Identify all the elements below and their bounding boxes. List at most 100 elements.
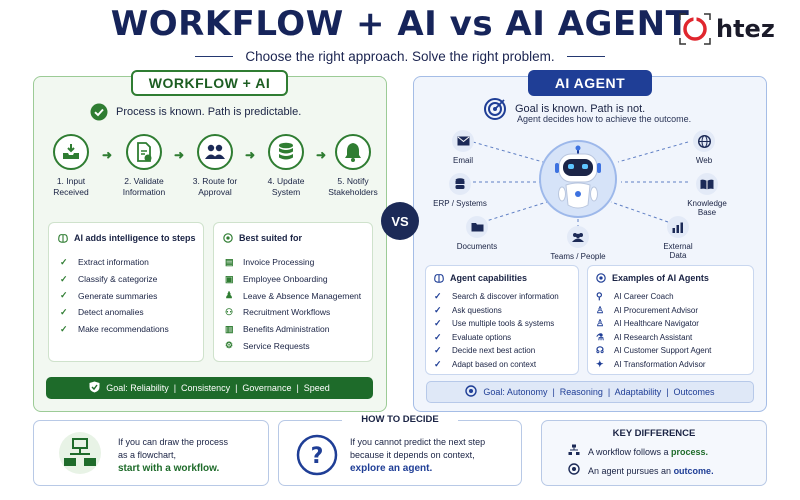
decide-line: If you cannot predict the next step	[350, 437, 486, 447]
node-knowledge-base: Knowledge Base	[682, 173, 732, 217]
node-label: Teams / People	[550, 252, 606, 261]
divider	[195, 55, 234, 58]
document-check-icon	[126, 134, 162, 170]
suited-box-list: ▤Invoice Processing ▣Employee Onboarding…	[225, 254, 361, 354]
list-item-text: Leave & Absence Management	[243, 290, 362, 301]
flask-icon: ⚗	[596, 331, 605, 342]
list-item-text: Evaluate options	[452, 332, 512, 342]
globe-icon	[693, 130, 715, 152]
list-item-text: Ask questions	[452, 305, 502, 315]
list-item-text: Invoice Processing	[243, 257, 315, 268]
list-item-text: Employee Onboarding	[243, 274, 328, 285]
workflow-decide-text: If you can draw the process as a flowcha…	[118, 436, 228, 475]
list-item-text: AI Research Assistant	[614, 332, 693, 342]
key-diff-text: An agent pursues an	[588, 465, 674, 476]
ai-intelligence-box	[48, 222, 204, 362]
arrow-right-icon: ➜	[245, 148, 256, 162]
subtitle: Choose the right approach. Solve the rig…	[245, 49, 555, 64]
list-item-text: Service Requests	[243, 340, 310, 351]
best-suited-box	[213, 222, 373, 362]
list-item: ✓Make recommendations	[60, 321, 169, 338]
examples-title: Examples of AI Agents	[596, 273, 709, 283]
node-label: Base	[697, 208, 717, 217]
brain-icon	[434, 273, 444, 283]
list-item: ✓Detect anomalies	[60, 304, 169, 321]
arrow-right-icon: ➜	[102, 148, 113, 162]
node-label: Documents	[456, 242, 498, 251]
node-label: Knowledge	[687, 199, 727, 208]
target-icon	[568, 463, 580, 479]
people-icon: ♟	[225, 290, 234, 301]
key-diff-highlight: outcome.	[673, 465, 714, 476]
check-icon: ✓	[434, 345, 442, 356]
arrow-right-icon: ➜	[174, 148, 185, 162]
user-add-icon: ⚇	[225, 306, 234, 317]
workflow-heading: WORKFLOW + AI	[131, 70, 288, 96]
capabilities-list: ✓Search & discover information ✓ Ask ques…	[434, 290, 559, 371]
flowchart-icon	[568, 444, 580, 460]
list-item-text: Adapt based on context	[452, 359, 537, 369]
list-item: ✦AI Transformation Advisor	[596, 358, 711, 372]
key-diff-highlight: process.	[671, 446, 709, 457]
list-item: ⚙Service Requests	[225, 337, 361, 354]
folder-icon	[466, 216, 488, 238]
decide-highlight: explore an agent.	[350, 463, 433, 474]
list-item-text: AI Procurement Advisor	[614, 305, 699, 315]
subtitle-row: Choose the right approach. Solve the rig…	[0, 49, 800, 64]
list-item-text: Generate summaries	[78, 290, 158, 301]
list-item-text: Recruitment Workflows	[243, 307, 331, 318]
target-icon	[223, 233, 233, 243]
list-item: ♙AI Healthcare Navigator	[596, 317, 711, 331]
agent-statement-sub: Agent decides how to achieve the outcome…	[517, 114, 692, 124]
divider	[566, 55, 605, 58]
check-icon: ✓	[434, 304, 442, 315]
bell-icon	[335, 134, 371, 170]
capabilities-title: Agent capabilities	[434, 273, 527, 283]
list-item: ♙AI Procurement Advisor	[596, 304, 711, 318]
node-label: ERP / Systems	[433, 199, 487, 208]
list-item-text: Decide next best action	[452, 346, 536, 356]
agent-statement: Goal is known. Path is not.	[483, 97, 645, 121]
flow-label: Received	[53, 187, 89, 197]
list-item: ⚇ Recruitment Workflows	[225, 304, 361, 321]
workflow-statement-text: Process is known. Path is predictable.	[116, 106, 302, 118]
list-item-text: AI Customer Support Agent	[614, 346, 712, 356]
target-icon	[465, 385, 478, 399]
list-item: ▤ Invoice Processing	[225, 254, 361, 271]
ai-box-title-text: AI adds intelligence to steps	[74, 233, 196, 243]
agent-goal-bar: Goal: Autonomy | Reasoning | Adaptabilit…	[426, 381, 754, 403]
flow-label: System	[271, 187, 301, 197]
list-item: ✓Search & discover information	[434, 290, 559, 304]
list-item-text: Extract information	[78, 257, 149, 268]
database-icon	[268, 134, 304, 170]
list-item-text: AI Healthcare Navigator	[614, 319, 699, 329]
list-item: ✓Classify & categorize	[60, 271, 169, 288]
check-icon: ✓	[60, 323, 68, 334]
shield-check-icon	[89, 381, 100, 395]
decide-line: because it depends on context,	[350, 450, 475, 460]
node-label: External	[663, 242, 693, 251]
ai-box-title: AI adds intelligence to steps	[58, 233, 196, 243]
vs-badge: VS	[381, 202, 419, 240]
invoice-icon: ▤	[225, 256, 234, 267]
brain-icon	[58, 233, 68, 243]
agent-connectors	[472, 141, 689, 228]
check-circle-icon	[90, 103, 108, 121]
node-teams: Teams / People	[550, 226, 606, 261]
node-external-data: External Data	[656, 216, 700, 260]
flow-label: 2. Validate	[124, 176, 164, 186]
list-item-text: Classify & categorize	[78, 274, 158, 285]
list-item-text: Detect anomalies	[78, 307, 144, 318]
capabilities-title-text: Agent capabilities	[450, 273, 528, 283]
examples-list: ⚲AI Career Coach ♙AI Procurement Advisor…	[596, 290, 711, 371]
flow-label: 4. Update	[267, 176, 305, 186]
flow-label: 5. Notify	[337, 176, 369, 186]
agent-goal-text: Goal: Autonomy | Reasoning | Adaptabilit…	[483, 387, 715, 397]
list-item: ✓Adapt based on context	[434, 358, 559, 372]
list-item: ✓ Decide next best action	[434, 344, 559, 358]
page-title: WORKFLOW + AI vs AI AGENT	[110, 4, 690, 44]
target-icon	[596, 273, 606, 283]
agent-capabilities-box	[425, 265, 579, 375]
